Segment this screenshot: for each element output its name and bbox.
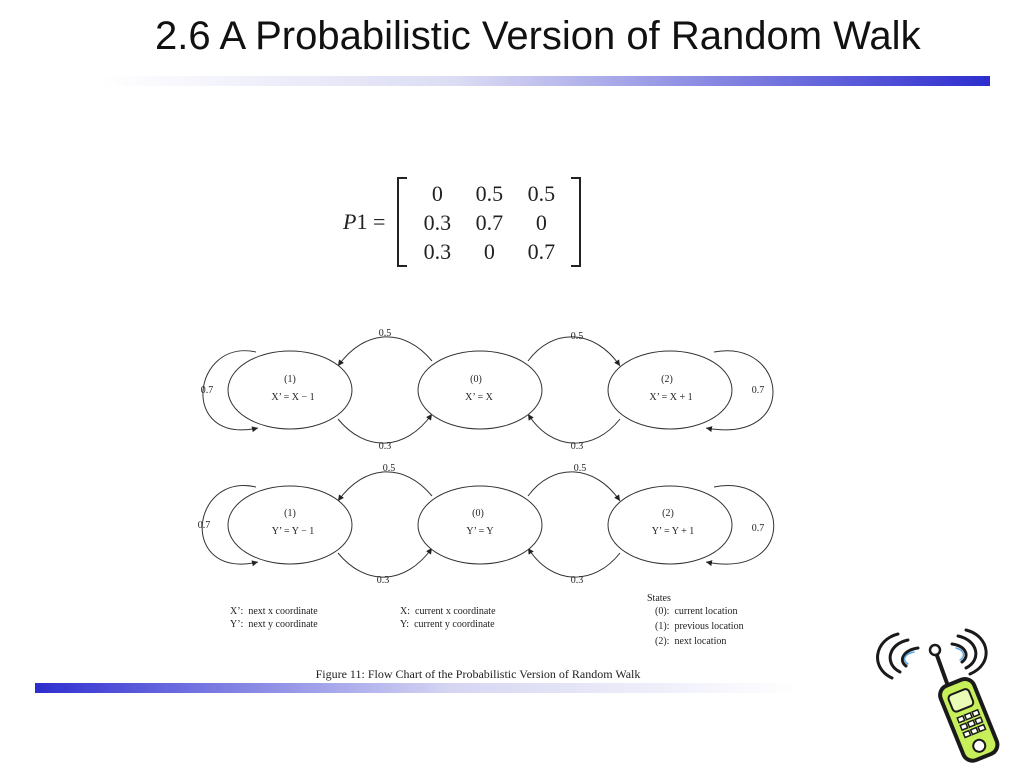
- matrix-cell: 0.5: [527, 180, 556, 206]
- y-state-2-id: (2): [662, 508, 674, 519]
- cellphone-clipart: [876, 628, 1000, 763]
- x-self-loop-left: [202, 350, 259, 433]
- y-state-1-expr: Y’ = Y − 1: [272, 526, 315, 537]
- x-state-1-id: (1): [284, 374, 296, 385]
- y-state-0-expr: Y’ = Y: [466, 526, 493, 537]
- matrix-cell: 0: [483, 238, 495, 264]
- x-state-0-id: (0): [470, 374, 482, 385]
- transition-matrix: P1 = 0 0.5 0.5 0.3 0.7 0 0.3 0 0.7: [343, 177, 582, 267]
- y-self-loop-left: [201, 485, 259, 567]
- y-label-bottom-left: 0.3: [377, 575, 390, 586]
- matrix-cell: 0.3: [423, 238, 452, 264]
- y-state-2-expr: Y’ = Y + 1: [652, 526, 695, 537]
- y-label-top-right: 0.5: [574, 463, 587, 474]
- matrix-cell: 0.7: [527, 238, 556, 264]
- matrix-cell: 0: [431, 180, 443, 206]
- figure-caption: Figure 11: Flow Chart of the Probabilist…: [316, 667, 641, 681]
- y-label-self-right: 0.7: [752, 523, 765, 534]
- x-arrow-0-to-1-top: [337, 336, 433, 367]
- y-state-1-node: [227, 485, 353, 565]
- matrix-label: P1 =: [343, 209, 386, 234]
- x-state-2-node: [607, 350, 733, 430]
- x-label-bottom-right: 0.3: [571, 441, 584, 452]
- y-self-loop-right: [705, 485, 775, 567]
- matrix-cell: 0: [535, 209, 547, 235]
- legend-state-2: (2): next location: [655, 636, 726, 647]
- x-label-top-left: 0.5: [379, 328, 392, 339]
- slide-title: 2.6 A Probabilistic Version of Random Wa…: [155, 14, 921, 58]
- legend-state-1: (1): previous location: [655, 621, 744, 632]
- matrix-cell: 0.7: [475, 209, 504, 235]
- matrix-left-bracket: [397, 177, 408, 267]
- x-arrow-0-to-2-top: [527, 336, 621, 367]
- y-label-top-left: 0.5: [383, 463, 396, 474]
- matrix-cell: 0.3: [423, 209, 452, 235]
- y-state-1-id: (1): [284, 508, 296, 519]
- title-underline-bar: [100, 76, 990, 86]
- y-state-0-node: [417, 485, 543, 565]
- y-label-self-left: 0.7: [198, 520, 211, 531]
- y-state-2-node: [607, 485, 733, 565]
- x-state-1-expr: X’ = X − 1: [271, 392, 314, 403]
- x-arrow-1-to-0-bottom: [337, 413, 433, 444]
- x-arrow-2-to-0-bottom: [527, 413, 621, 444]
- matrix-right-bracket: [571, 177, 582, 267]
- x-state-2-id: (2): [661, 374, 673, 385]
- y-arrow-2-to-0-bottom: [527, 547, 621, 578]
- matrix-grid: 0 0.5 0.5 0.3 0.7 0 0.3 0 0.7: [407, 181, 571, 264]
- x-state-2-expr: X’ = X + 1: [649, 392, 692, 403]
- x-label-top-right: 0.5: [571, 331, 584, 342]
- y-state-0-id: (0): [472, 508, 484, 519]
- x-state-0-expr: X’ = X: [465, 392, 493, 403]
- footer-accent-bar: [35, 683, 795, 693]
- x-state-1-node: [227, 350, 353, 430]
- y-arrow-0-to-1-top: [337, 471, 433, 502]
- legend-y: Y: current y coordinate: [400, 619, 495, 630]
- legend-x: X: current x coordinate: [400, 606, 496, 617]
- y-label-bottom-right: 0.3: [571, 575, 584, 586]
- y-state-diagram: [201, 471, 775, 578]
- matrix-cell: 0.5: [475, 180, 504, 206]
- legend-states-title: States: [647, 593, 671, 604]
- y-arrow-0-to-2-top: [527, 471, 621, 502]
- x-label-self-left: 0.7: [201, 385, 214, 396]
- x-label-self-right: 0.7: [752, 385, 765, 396]
- x-state-diagram: [202, 336, 774, 444]
- x-self-loop-right: [705, 350, 774, 433]
- x-state-0-node: [417, 350, 543, 430]
- legend-x-prime: X’: next x coordinate: [230, 606, 318, 617]
- legend-state-0: (0): current location: [655, 606, 737, 617]
- x-label-bottom-left: 0.3: [379, 441, 392, 452]
- y-arrow-1-to-0-bottom: [337, 547, 433, 578]
- legend-y-prime: Y’: next y coordinate: [230, 619, 318, 630]
